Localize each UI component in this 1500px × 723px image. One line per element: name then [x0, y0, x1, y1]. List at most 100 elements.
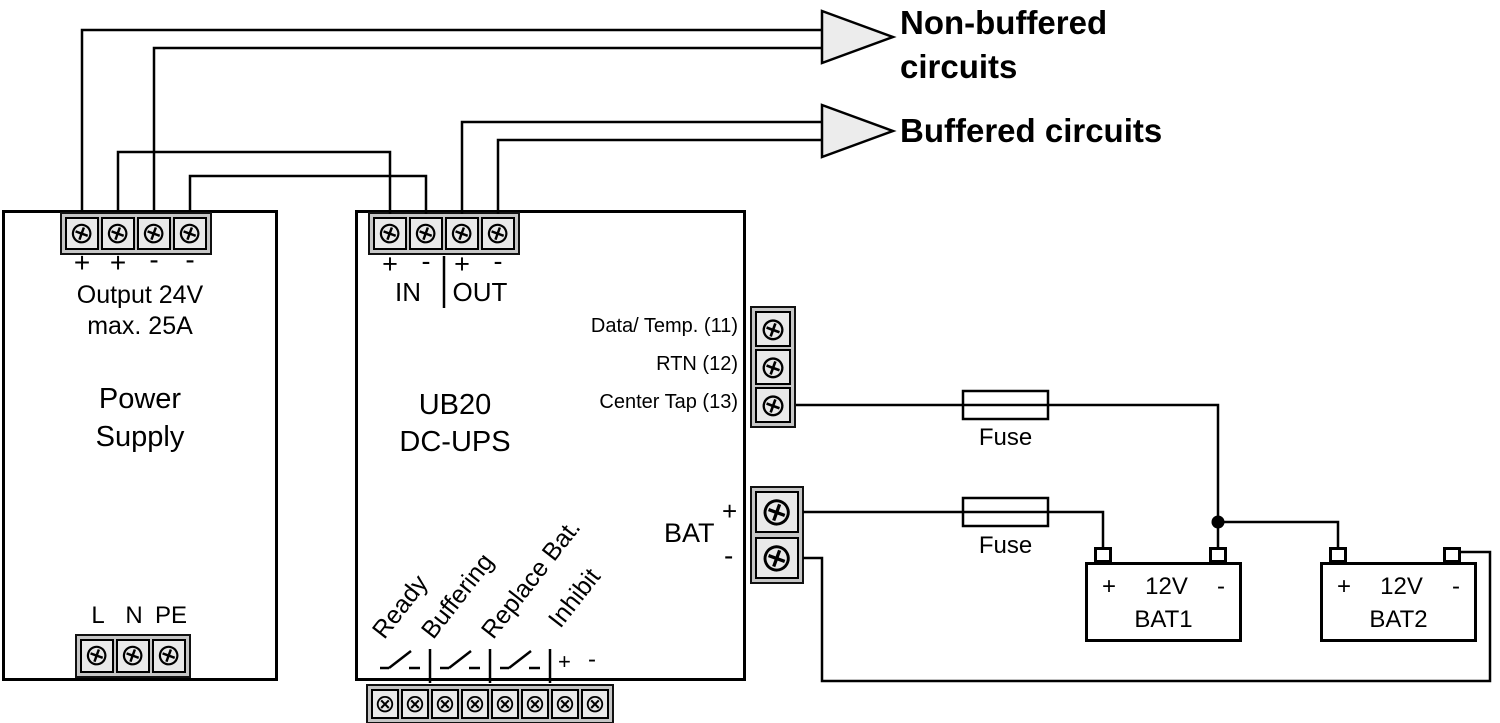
terminal-cell: ⊕ [481, 213, 516, 253]
ups-signal-terminal-block: ⊕ ⊕ ⊕ [750, 306, 796, 428]
phillips-screw-icon: ⊕ [754, 383, 792, 427]
ups-out-plus-sign: + [454, 249, 470, 279]
ups-inhibit-plus-sign: + [558, 649, 571, 674]
ups-inout-terminal-block: ⊕ ⊕ ⊕ ⊕ [368, 212, 520, 255]
ups-out-minus-sign: - [493, 246, 503, 276]
phillips-screw-icon: ⊕ [754, 307, 792, 351]
terminal-cell: ⊗ [491, 689, 519, 719]
fuse2-symbol [961, 496, 1050, 528]
wire-ps-plus-nonbuffered [80, 28, 822, 212]
cross-screw-icon: ⊗ [374, 689, 396, 718]
power-supply-box [2, 210, 278, 681]
ps-ac-terminal-block: ⊕ ⊕ ⊕ [75, 634, 191, 678]
ups-bat-plus-sign: + [722, 496, 738, 526]
terminal-cell: ⊕ [173, 213, 208, 253]
ups-out-label: OUT [452, 277, 508, 307]
ups-bat-minus-sign: - [724, 540, 734, 571]
battery-1: + 12V - BAT1 [1085, 562, 1242, 642]
ps-output-rating-line1: Output 24V [76, 281, 204, 309]
wire-ps-plus-ups-in [116, 150, 392, 214]
phillips-screw-icon: ⊕ [444, 213, 480, 253]
bat2-plus-post [1329, 547, 1347, 563]
bat2-minus-sign: - [1452, 573, 1460, 600]
ps-polarity-sign: - [185, 244, 195, 275]
battery-2: + 12V - BAT2 [1320, 562, 1477, 642]
bat2-plus-sign: + [1337, 573, 1352, 600]
terminal-cell: ⊕ [65, 213, 100, 253]
bat1-plus-sign: + [1102, 573, 1117, 600]
terminal-cell: ⊕ [754, 307, 792, 351]
ups-inhibit-minus-sign: - [588, 646, 596, 673]
ps-polarity-sign: - [149, 244, 159, 275]
terminal-cell: ⊕ [444, 213, 480, 253]
terminal-cell: ⊗ [581, 689, 609, 719]
wire-midpoint-bat2 [1218, 520, 1340, 550]
phillips-screw-icon: ⊕ [753, 531, 801, 585]
ups-name-line2: DC-UPS [399, 426, 511, 458]
bat1-voltage: 12V [1145, 573, 1188, 600]
bat1-minus-sign: - [1217, 573, 1225, 600]
cross-screw-icon: ⊗ [494, 689, 516, 718]
ps-name-line2: Supply [95, 421, 185, 453]
phillips-screw-icon: ⊕ [754, 345, 792, 389]
wire-bat-plus [803, 510, 1105, 550]
phillips-screw-icon: ⊕ [151, 635, 187, 676]
ups-signal-label-rtn: RTN (12) [656, 353, 738, 375]
terminal-cell: ⊕ [754, 383, 792, 427]
junction-dot [1211, 515, 1225, 529]
wire-ups-out-minus-buffered [496, 138, 822, 214]
ups-name-line1: UB20 [418, 389, 492, 421]
bat1-name: BAT1 [1134, 606, 1193, 633]
terminal-cell: ⊗ [551, 689, 579, 719]
ups-signal-label-data-temp: Data/ Temp. (11) [590, 315, 738, 337]
terminal-cell: ⊗ [371, 689, 399, 719]
ps-output-rating-line2: max. 25A [87, 312, 193, 340]
terminal-cell: ⊕ [137, 213, 172, 253]
cross-screw-icon: ⊗ [434, 689, 456, 718]
bat2-minus-post [1443, 547, 1461, 563]
terminal-cell: ⊕ [372, 213, 408, 253]
terminal-cell: ⊗ [401, 689, 429, 719]
phillips-screw-icon: ⊕ [79, 635, 115, 676]
buffered-caption: Buffered circuits [900, 112, 1163, 149]
wire-ps-minus-ups-in [188, 174, 428, 214]
terminal-cell: ⊕ [151, 635, 187, 676]
terminal-cell: ⊗ [521, 689, 549, 719]
ps-ac-label-l: L [91, 602, 105, 629]
non-buffered-caption-line2: circuits [900, 48, 1018, 85]
non-buffered-arrowhead-icon [820, 9, 897, 65]
terminal-cell: ⊕ [409, 213, 444, 253]
ups-signal-label-center-tap: Center Tap (13) [599, 391, 738, 413]
ps-ac-label-n: N [125, 602, 143, 629]
terminal-cell: ⊕ [115, 635, 151, 676]
ups-in-label: IN [395, 277, 421, 307]
ups-box [355, 210, 746, 681]
non-buffered-caption-line1: Non-buffered [900, 4, 1108, 41]
terminal-cell: ⊕ [754, 486, 801, 539]
wire-ps-minus-nonbuffered [152, 46, 822, 212]
fuse1-label: Fuse [978, 424, 1033, 451]
ps-output-terminal-block: ⊕ ⊕ ⊕ ⊕ [60, 212, 212, 255]
wire-ups-out-plus-buffered [460, 120, 822, 214]
ups-battery-terminal-block: ⊕ ⊕ [750, 486, 804, 584]
terminal-cell: ⊕ [101, 213, 136, 253]
terminal-cell: ⊕ [754, 532, 801, 585]
terminal-cell: ⊕ [79, 635, 115, 676]
bat1-plus-post [1094, 547, 1112, 563]
ps-ac-label-pe: PE [154, 602, 187, 629]
terminal-cell: ⊗ [461, 689, 489, 719]
phillips-screw-icon: ⊕ [115, 635, 151, 676]
terminal-cell: ⊕ [754, 345, 792, 389]
fuse2-label: Fuse [978, 532, 1033, 559]
phillips-screw-icon: ⊕ [372, 213, 408, 253]
ps-polarity-sign: + [73, 247, 91, 278]
bat2-name: BAT2 [1369, 606, 1428, 633]
cross-screw-icon: ⊗ [464, 689, 486, 718]
terminal-cell: ⊗ [431, 689, 459, 719]
fuse1-symbol [961, 389, 1050, 421]
ups-in-minus-sign: - [421, 246, 431, 276]
bat1-minus-post [1209, 547, 1227, 563]
cross-screw-icon: ⊗ [554, 689, 576, 718]
ps-polarity-sign: + [109, 247, 127, 278]
